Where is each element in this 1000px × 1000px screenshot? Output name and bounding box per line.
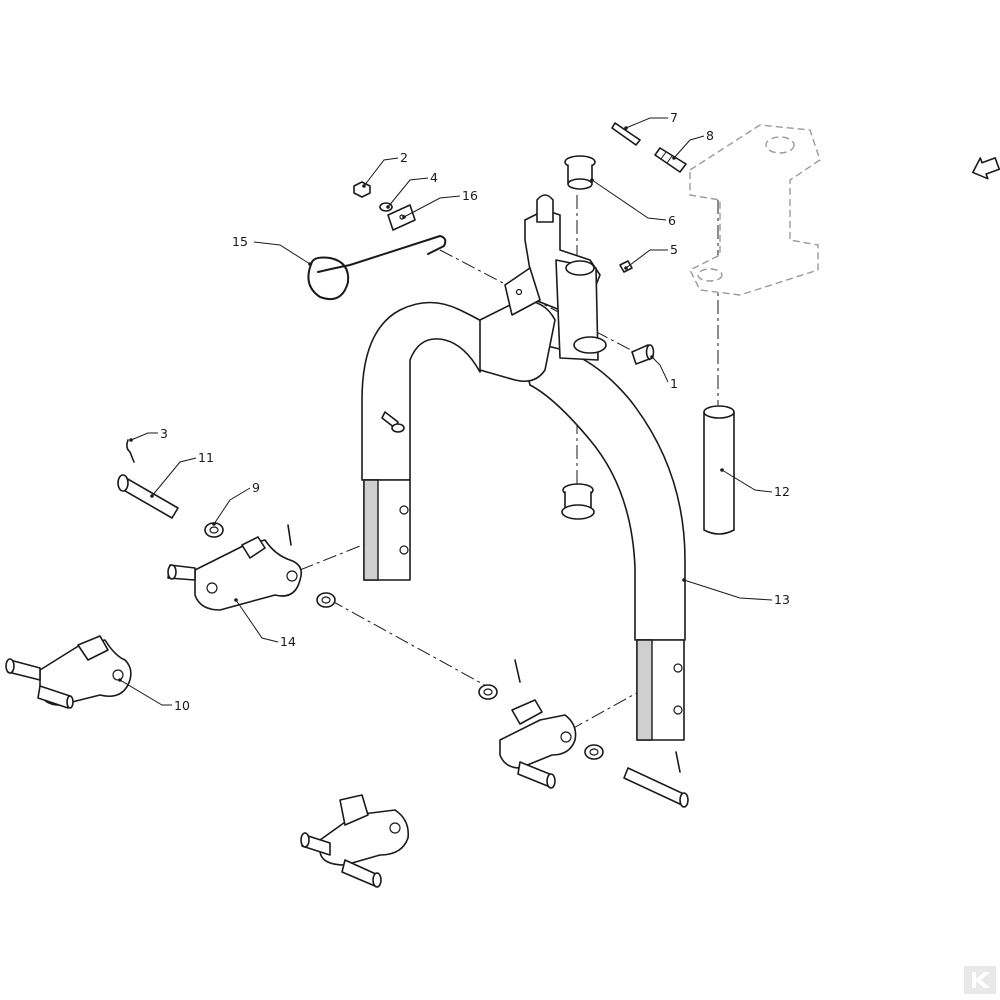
nut-2 [353,181,371,198]
callout-2: 2 [400,150,408,165]
pin-8 [654,147,687,173]
callout-16: 16 [462,188,478,203]
callout-1: 1 [670,376,678,391]
bracket-lower-right [478,659,689,808]
callout-13: 13 [774,592,790,607]
callout-5: 5 [670,242,678,257]
arch-frame [361,194,686,741]
callout-3: 3 [160,426,168,441]
callout-7: 7 [670,110,678,125]
callout-11: 11 [198,450,214,465]
bushing-bottom [561,483,595,520]
callout-12: 12 [774,484,790,499]
cotter-pin-3 [126,439,135,463]
callout-4: 4 [430,170,438,185]
ghost-mounting-bracket [689,124,821,296]
callout-8: 8 [706,128,714,143]
pin-12 [703,405,735,535]
bracket-bottom [300,794,410,888]
brand-logo-icon [964,966,996,994]
leader-lines [118,117,773,706]
bushing-top [564,155,596,190]
bracket-14 [167,524,336,611]
pin-11 [117,474,179,519]
callout-10: 10 [174,698,190,713]
direction-arrow-icon [971,157,1000,180]
callout-6: 6 [668,213,676,228]
bracket-10 [5,635,132,709]
bolt-1 [631,344,655,365]
lynch-pin-15 [307,235,447,301]
callout-9: 9 [252,480,260,495]
callout-labels: 1 2 3 4 5 6 7 8 9 10 11 12 13 14 15 16 [160,110,790,713]
callout-15: 15 [232,234,248,249]
pin-7 [611,122,641,146]
callout-14: 14 [280,634,296,649]
